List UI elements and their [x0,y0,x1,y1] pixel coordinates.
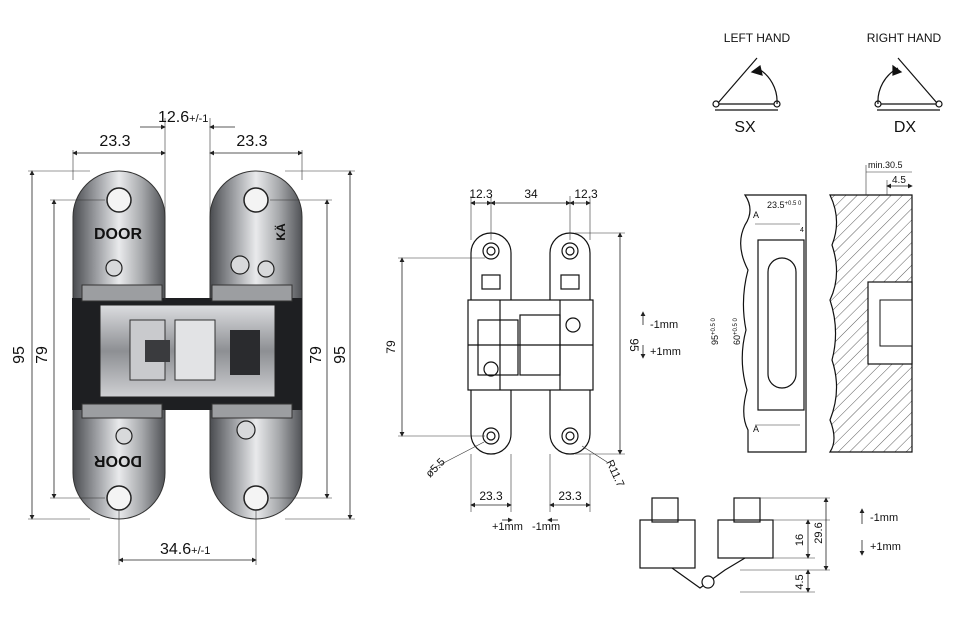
left-hand-code: SX [734,119,756,136]
dim-top-gap: 12.6+/-1 [158,109,208,126]
left-hand-icon [712,57,781,111]
section-tiny: 4 [800,227,804,234]
hinge-line-drawing: 12.3 34 12.3 79 95 -1mm +1mm ø5.5 R11.7 … [384,187,681,533]
side-dim-29: 29.6 [813,522,825,543]
adjust-screws [105,255,275,445]
section-width: 23.5+0.5 0 [767,200,802,210]
drawing-dim-top-left: 12.3 [469,187,493,201]
dim-left-top: 23.3 [99,133,130,150]
drawing-dim-top-right: 12.3 [574,187,598,201]
drawing-radius: R11.7 [603,458,626,489]
dim-right-top: 23.3 [236,133,267,150]
side-view: 16 29.6 4.5 -1mm +1mm [639,497,901,593]
left-hand-title: LEFT HAND [724,31,791,45]
photo-dimensions: 23.3 23.3 12.6+/-1 95 79 79 95 34.6+/-1 [11,109,355,565]
drawing-adjust-plus: +1mm [650,346,681,358]
drawing-dim-top-mid: 34 [524,187,538,201]
drawing-adjust-minus: -1mm [650,319,678,331]
hinge-arm [81,284,293,419]
side-dim-45: 4.5 [794,574,806,589]
drawing-dim-left-height: 79 [384,340,398,354]
drawing-dim-bottom-right: 23.3 [558,489,582,503]
dim-bottom-width: 34.6+/-1 [160,541,210,558]
mortise-section: A A 23.5+0.5 0 4 95+0.5 0 60+0.5 0 min.3… [710,160,913,453]
drawing-dim-right-height: 95 [627,338,641,352]
side-minus: -1mm [870,512,898,524]
drawing-dim-bottom-left: 23.3 [479,489,503,503]
side-dim-16: 16 [794,534,806,546]
hand-diagrams: LEFT HAND SX RIGHT HAND DX [712,31,943,136]
hinge-photo: DOOR DOOR KÄ [72,170,303,520]
section-height1: 95+0.5 0 [710,317,720,345]
section-height2: 60+0.5 0 [732,317,742,345]
dim-inner-height-left: 79 [34,346,51,364]
section-marker-a-bottom: A [753,424,759,434]
side-plus: +1mm [870,541,901,553]
right-hand-icon [874,57,943,111]
section-min: min.30.5 [868,160,903,170]
drawing-bottom-minus: -1mm [532,521,560,533]
drawing-hole-dia: ø5.5 [424,456,448,480]
door-label-bottom: DOOR [94,452,142,469]
right-hand-title: RIGHT HAND [867,31,942,45]
section-marker-a-top: A [753,210,759,220]
section-depth: 4.5 [892,175,906,186]
dim-outer-height-right: 95 [332,346,349,364]
right-hand-code: DX [894,119,917,136]
drawing-bottom-plus: +1mm [492,521,523,533]
door-label-top: DOOR [94,226,142,243]
dim-inner-height-right: 79 [308,346,325,364]
brand-mark: KÄ [273,223,288,241]
dim-outer-height-left: 95 [11,346,28,364]
